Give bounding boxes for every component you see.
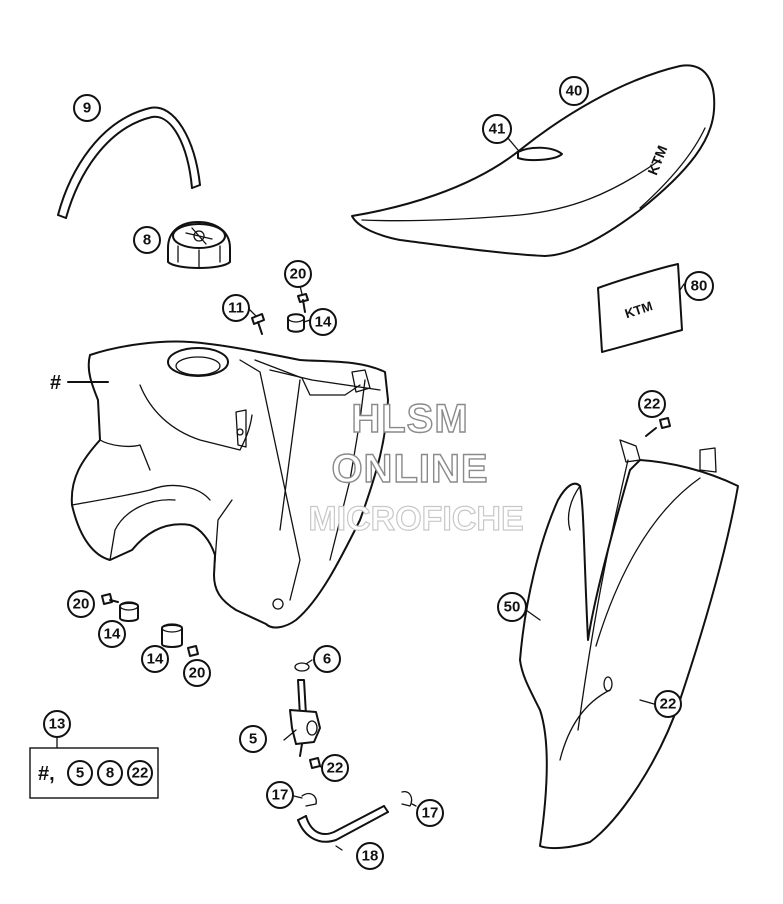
callout-17: 17: [416, 799, 444, 827]
fuel-cap: [167, 221, 231, 269]
svg-text:14: 14: [315, 314, 332, 331]
callout-22: 22: [654, 690, 682, 718]
callout-40: 40: [559, 76, 589, 106]
callout-80: 80: [684, 271, 714, 301]
svg-text:22: 22: [644, 396, 661, 413]
svg-text:22: 22: [660, 696, 677, 713]
svg-text:17: 17: [272, 787, 289, 804]
watermark: HLSM ONLINE MICROFICHE: [308, 396, 525, 538]
callout-8: 8: [133, 226, 161, 254]
tank-marker: #: [50, 372, 109, 394]
svg-text:14: 14: [104, 626, 121, 643]
callout-18: 18: [356, 842, 384, 870]
callout-6: 6: [313, 645, 341, 673]
screw-upper-right: [645, 417, 671, 437]
svg-text:18: 18: [362, 848, 379, 865]
callout-11: 11: [222, 294, 250, 322]
fuel-tank: [70, 340, 389, 629]
callout-14: 14: [98, 620, 126, 648]
kit-item-8: 8: [97, 760, 123, 786]
callout-50: 50: [497, 592, 527, 622]
svg-text:41: 41: [489, 121, 506, 138]
svg-text:5: 5: [249, 731, 257, 748]
kit-prefix: #,: [38, 763, 55, 785]
svg-text:6: 6: [323, 651, 331, 668]
callout-9: 9: [73, 94, 101, 122]
callout-20: 20: [284, 260, 312, 288]
callout-41: 41: [482, 114, 512, 144]
svg-text:13: 13: [49, 716, 66, 733]
breather-hose: [57, 106, 201, 219]
svg-text:8: 8: [106, 765, 114, 782]
svg-text:22: 22: [132, 765, 149, 782]
svg-text:8: 8: [143, 232, 151, 249]
callout-20: 20: [183, 659, 211, 687]
side-cover: [519, 439, 739, 850]
svg-text:5: 5: [76, 765, 84, 782]
watermark-line-1: HLSM: [351, 397, 468, 441]
svg-text:50: 50: [504, 599, 521, 616]
callout-17: 17: [266, 781, 294, 809]
callout-13: 13: [43, 710, 71, 738]
svg-text:22: 22: [327, 760, 344, 777]
svg-text:20: 20: [73, 596, 90, 613]
callout-14: 14: [141, 645, 169, 673]
upper-fasteners: [251, 293, 309, 335]
leader-lines: [249, 130, 685, 851]
svg-text:9: 9: [83, 100, 91, 117]
svg-text:40: 40: [566, 83, 583, 100]
svg-text:80: 80: [691, 278, 708, 295]
seat-tab: [517, 146, 563, 162]
callout-20: 20: [67, 590, 95, 618]
callout-22: 22: [638, 390, 666, 418]
watermark-line-3: MICROFICHE: [308, 500, 523, 538]
callout-5: 5: [239, 725, 267, 753]
kit-item-22: 22: [127, 760, 153, 786]
lower-fasteners: [101, 593, 199, 657]
svg-text:14: 14: [147, 651, 164, 668]
kit-item-5: 5: [67, 760, 93, 786]
fuel-tap: [289, 662, 321, 757]
fuel-hose: [297, 791, 413, 843]
svg-text:11: 11: [228, 300, 244, 317]
decal: KTM: [597, 263, 683, 353]
screw-tap: [309, 757, 321, 769]
svg-text:17: 17: [422, 805, 439, 822]
svg-text:20: 20: [290, 266, 307, 283]
svg-text:20: 20: [189, 665, 206, 682]
watermark-line-2: ONLINE: [331, 447, 488, 491]
callout-22: 22: [321, 754, 349, 782]
callout-14: 14: [309, 308, 337, 336]
tank-hash-label: #: [50, 372, 61, 394]
